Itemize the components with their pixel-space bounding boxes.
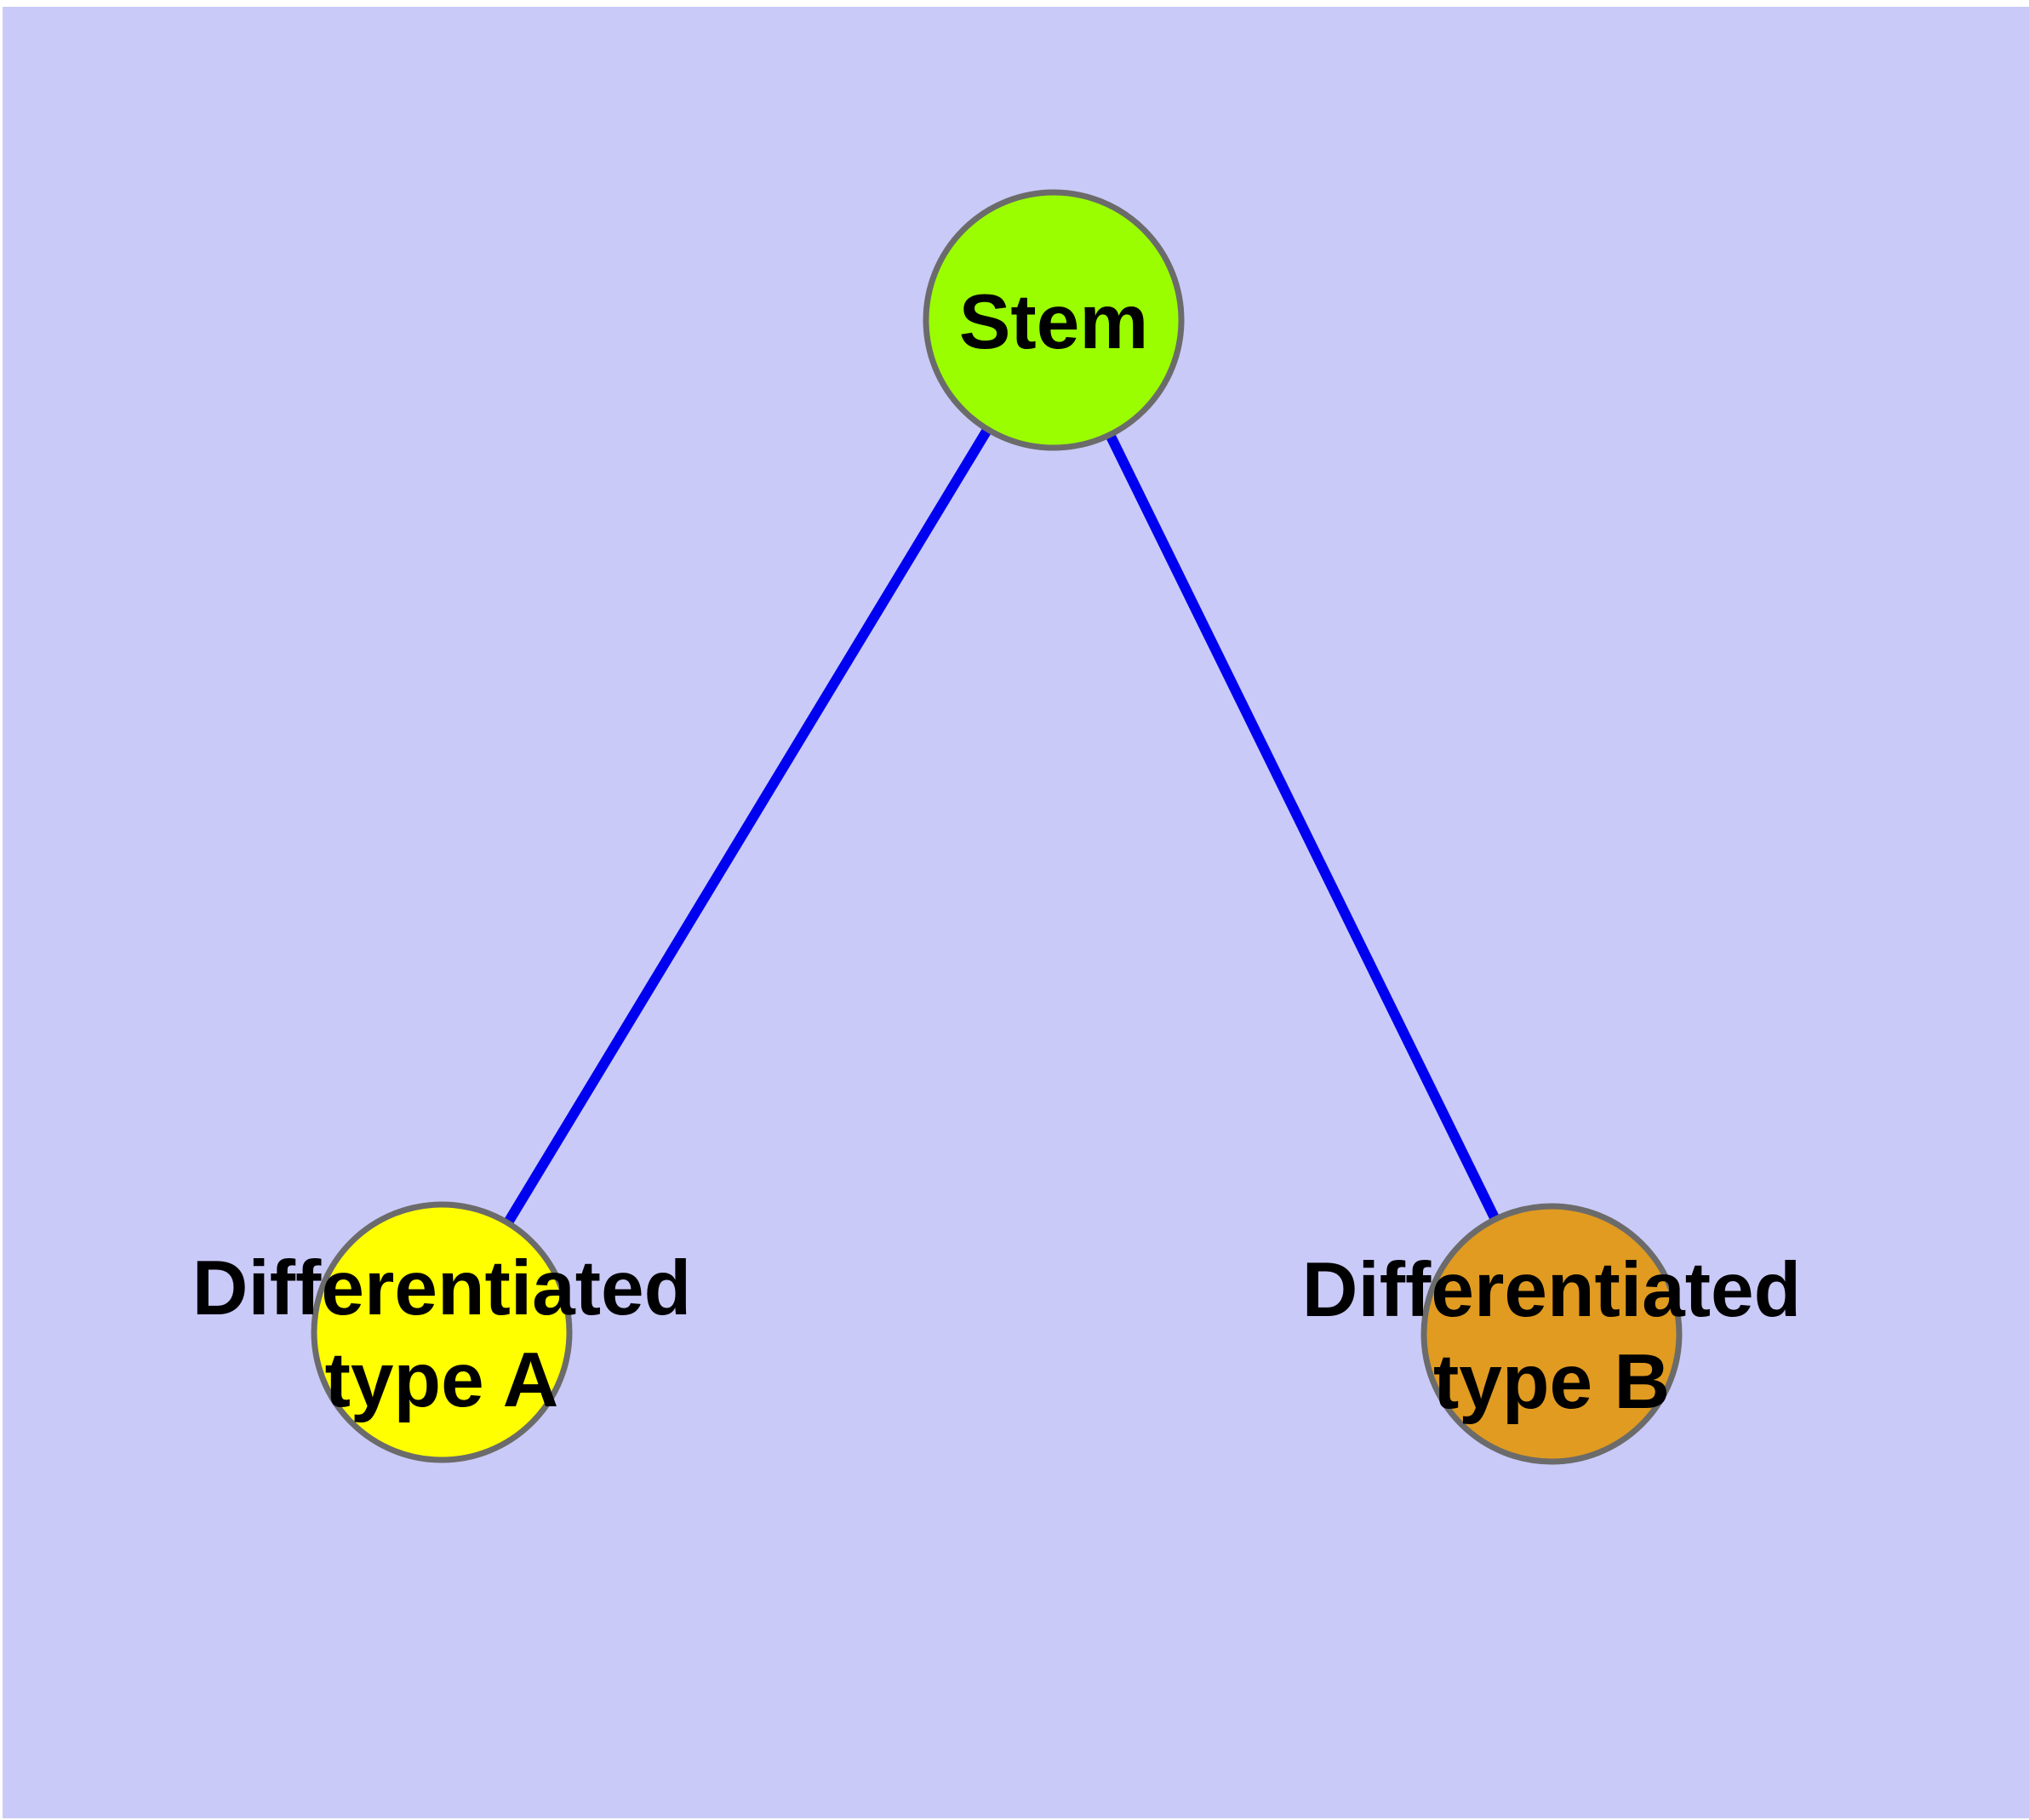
node-type-b-label-line1: Differentiated [1302,1247,1802,1333]
edge-stem-to-type-b [1049,318,1557,1336]
node-type-a-label-line1: Differentiated [192,1245,692,1331]
edge-stem-to-type-a [437,317,1059,1336]
node-type-a-label-line2: type A [325,1337,559,1423]
node-type-b-circle [1420,1203,1683,1465]
node-type-a-circle [311,1201,573,1463]
node-stem-circle [923,189,1185,451]
node-type-b-label-line2: type B [1433,1339,1670,1425]
node-stem-label: Stem [959,279,1149,365]
